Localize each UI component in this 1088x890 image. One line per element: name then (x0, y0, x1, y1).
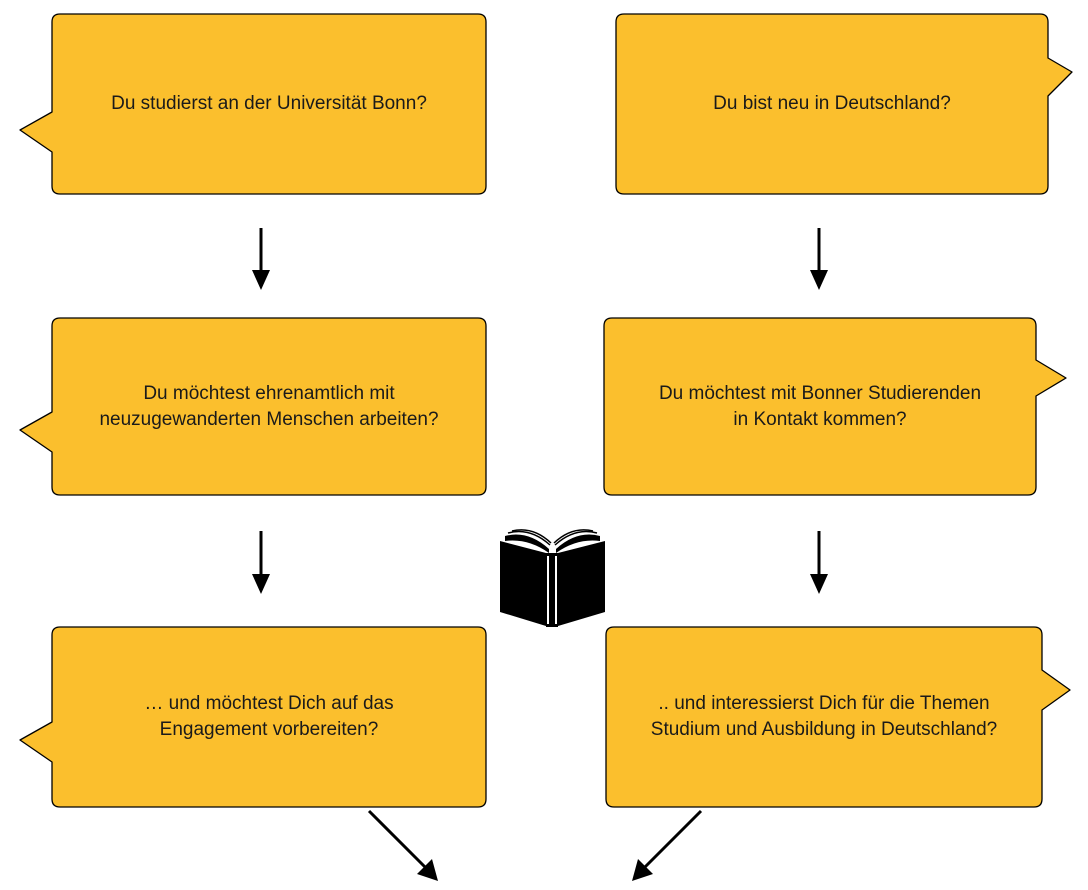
question-left-2: Du möchtest ehrenamtlich mit neuzugewand… (99, 382, 439, 430)
speech-bubble-left-1 (19, 13, 487, 195)
arrow-down-left-1 (252, 228, 270, 290)
open-book-icon (500, 529, 605, 627)
question-right-1: Du bist neu in Deutschland? (713, 93, 951, 114)
speech-bubble-left-3 (19, 626, 487, 808)
arrow-down-right-2 (810, 531, 828, 594)
speech-bubble-right-2 (603, 317, 1067, 496)
question-left-3: … und möchtest Dich auf das Engagement v… (144, 693, 394, 740)
speech-bubble-left-2 (19, 317, 487, 496)
arrow-diagonal-right (632, 809, 703, 881)
arrow-down-left-2 (252, 531, 270, 594)
speech-bubble-right-3 (605, 626, 1071, 808)
arrow-diagonal-left (367, 809, 438, 881)
question-left-1: Du studierst an der Universität Bonn? (111, 93, 427, 114)
question-right-3: .. und interessierst Dich für die Themen… (650, 693, 998, 740)
question-right-2: Du möchtest mit Bonner Studierenden in K… (658, 382, 982, 430)
speech-bubble-right-1 (615, 13, 1073, 195)
arrow-down-right-1 (810, 228, 828, 290)
